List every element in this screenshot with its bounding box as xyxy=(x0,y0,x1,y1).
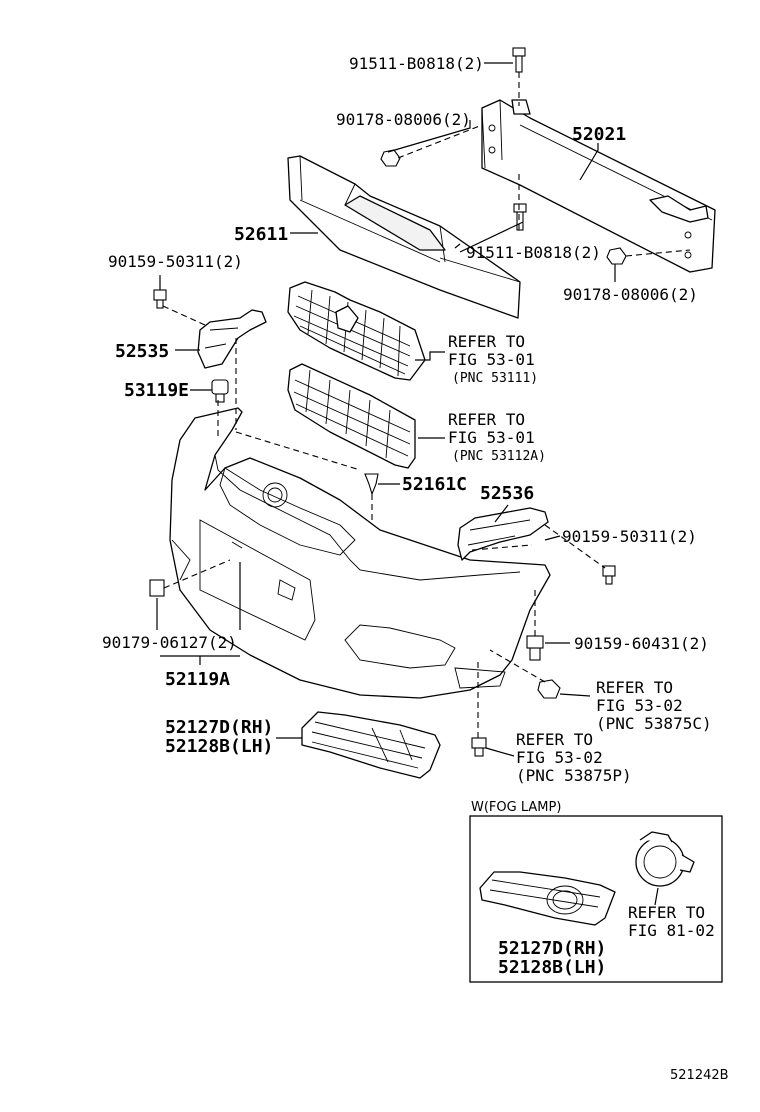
label-lower-grille-fig: FIG 53-01 xyxy=(448,428,535,447)
label-nut-clip-90179: 90179-06127(2) xyxy=(102,633,237,652)
screw-90159-lower-icon xyxy=(526,635,544,661)
bumper-reinforcement xyxy=(481,99,716,273)
label-screw-fig: FIG 53-02 xyxy=(516,748,603,767)
retainer-clip-icon xyxy=(537,679,561,699)
front-bumper-cover xyxy=(169,407,551,699)
clip-52161c-icon xyxy=(364,473,379,496)
label-retainer-fig: FIG 53-02 xyxy=(596,696,683,715)
bolt-91511-top-icon xyxy=(512,47,526,73)
label-lower-grille-refer: REFER TO xyxy=(448,410,525,429)
bracket-left xyxy=(197,309,267,369)
label-screw-90159-left: 90159-50311(2) xyxy=(108,252,243,271)
fog-lamp-inset-frame xyxy=(469,815,723,983)
label-absorber: 52611 xyxy=(234,224,288,245)
label-inset-fog-lh: 52128B(LH) xyxy=(498,957,606,978)
bracket-right xyxy=(457,507,549,561)
screw-90159-left-icon xyxy=(153,289,167,309)
energy-absorber xyxy=(287,155,521,319)
label-bumper-cover: 52119A xyxy=(165,669,230,690)
label-nut-90178-right: 90178-08006(2) xyxy=(563,285,698,304)
label-reinforcement: 52021 xyxy=(572,124,626,145)
label-upper-grille-fig: FIG 53-01 xyxy=(448,350,535,369)
bolt-91511-mid-icon xyxy=(513,203,527,231)
label-retainer-pnc: (PNC 53875C) xyxy=(596,714,712,733)
label-lower-grille-pnc: (PNC 53112A) xyxy=(452,449,546,464)
label-fog-lamp-fig: FIG 81-02 xyxy=(628,921,715,940)
assembly-lines xyxy=(162,72,691,738)
nut-clip-90179-icon xyxy=(149,579,165,597)
label-fog-lamp-refer: REFER TO xyxy=(628,903,705,922)
label-clip-53119e: 53119E xyxy=(124,380,189,401)
upper-grille xyxy=(287,281,426,381)
lower-grille xyxy=(287,363,416,469)
label-screw-90159-right: 90159-50311(2) xyxy=(562,527,697,546)
label-bolt-91511-mid: 91511-B0818(2) xyxy=(466,243,601,262)
label-screw-refer: REFER TO xyxy=(516,730,593,749)
label-bracket-left: 52535 xyxy=(115,341,169,362)
inset-leader xyxy=(654,887,659,906)
clip-53119e-icon xyxy=(211,379,229,403)
label-bracket-right: 52536 xyxy=(480,483,534,504)
label-bolt-91511-top: 91511-B0818(2) xyxy=(349,54,484,73)
label-fog-cover-lh: 52128B(LH) xyxy=(165,736,273,757)
drawing-number: 521242B xyxy=(670,1068,729,1083)
label-screw-90159-lower: 90159-60431(2) xyxy=(574,634,709,653)
inset-fog-cover xyxy=(479,871,616,926)
nut-90178-top-icon xyxy=(380,149,401,167)
label-fog-cover-rh: 52127D(RH) xyxy=(165,717,273,738)
label-nut-90178-top: 90178-08006(2) xyxy=(336,110,471,129)
label-screw-pnc: (PNC 53875P) xyxy=(516,766,632,785)
screw-90159-right-icon xyxy=(602,565,616,585)
leader-lines xyxy=(156,62,616,757)
screw-retainer-icon xyxy=(471,737,487,757)
label-upper-grille-refer: REFER TO xyxy=(448,332,525,351)
label-inset-fog-rh: 52127D(RH) xyxy=(498,938,606,959)
label-upper-grille-pnc: (PNC 53111) xyxy=(452,371,538,386)
fog-lamp-icon xyxy=(635,831,695,887)
fog-cover xyxy=(301,711,441,779)
label-clip-52161c: 52161C xyxy=(402,474,467,495)
inset-title: W(FOG LAMP) xyxy=(471,800,561,815)
label-retainer-refer: REFER TO xyxy=(596,678,673,697)
nut-90178-right-icon xyxy=(606,247,627,265)
